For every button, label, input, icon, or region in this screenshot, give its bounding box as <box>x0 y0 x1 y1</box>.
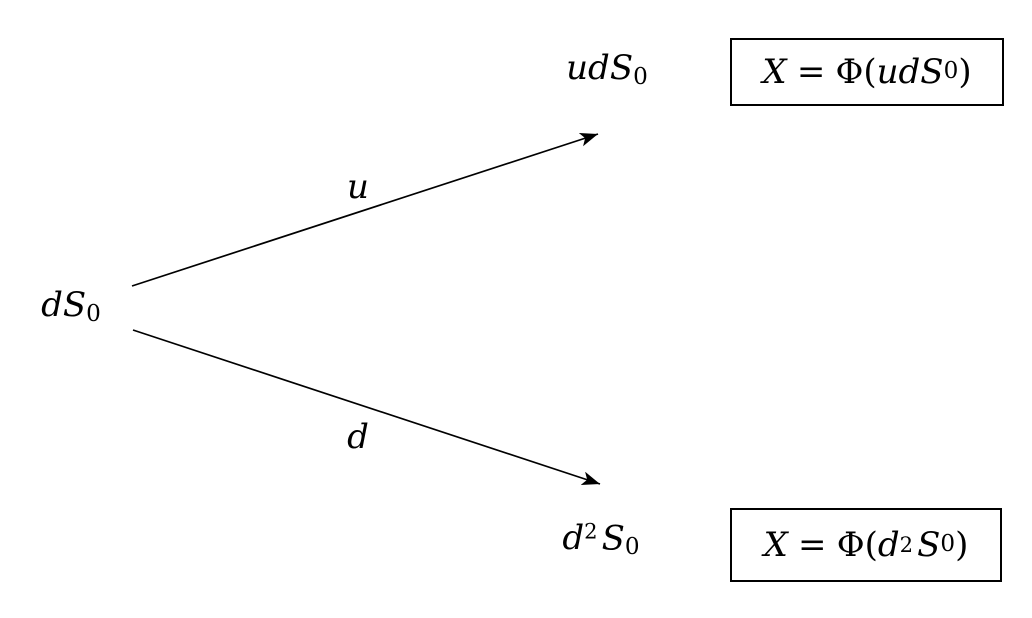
root-node-main: dS <box>41 284 87 325</box>
up-payoff-equals: = <box>796 52 826 92</box>
up-branch-label: u <box>347 167 369 207</box>
lower-branch-arrow <box>132 329 601 486</box>
down-node-superscript: 2 <box>584 518 598 544</box>
down-node-mid: S <box>601 518 625 559</box>
up-node-label: udS0 <box>566 51 648 89</box>
down-payoff-arg-base: d <box>877 525 900 565</box>
down-payoff-equals: = <box>798 525 827 565</box>
up-node-subscript: 0 <box>633 63 648 90</box>
up-payoff-arg-subscript: 0 <box>943 58 959 85</box>
down-payoff-lhs: X <box>763 525 788 565</box>
down-payoff-arg-subscript: 0 <box>940 531 956 558</box>
down-payoff-phi-open: Φ( <box>836 525 878 565</box>
up-payoff-close-paren: ) <box>958 52 972 92</box>
up-payoff-lhs: X <box>762 52 787 92</box>
down-node-subscript: 0 <box>624 534 640 561</box>
down-payoff-arg-superscript: 2 <box>899 532 914 558</box>
root-node-label: dS0 <box>41 288 101 326</box>
down-branch-label: d <box>347 417 369 457</box>
up-payoff-arg-main: udS <box>876 52 944 92</box>
up-node-main: udS <box>566 47 634 88</box>
root-node-subscript: 0 <box>86 300 101 327</box>
up-payoff-phi-open: Φ( <box>835 52 877 92</box>
down-payoff-close-paren: ) <box>955 525 969 565</box>
down-payoff-arg-mid: S <box>917 525 941 565</box>
down-node-base: d <box>562 518 585 559</box>
upper-branch-arrow <box>131 132 599 287</box>
